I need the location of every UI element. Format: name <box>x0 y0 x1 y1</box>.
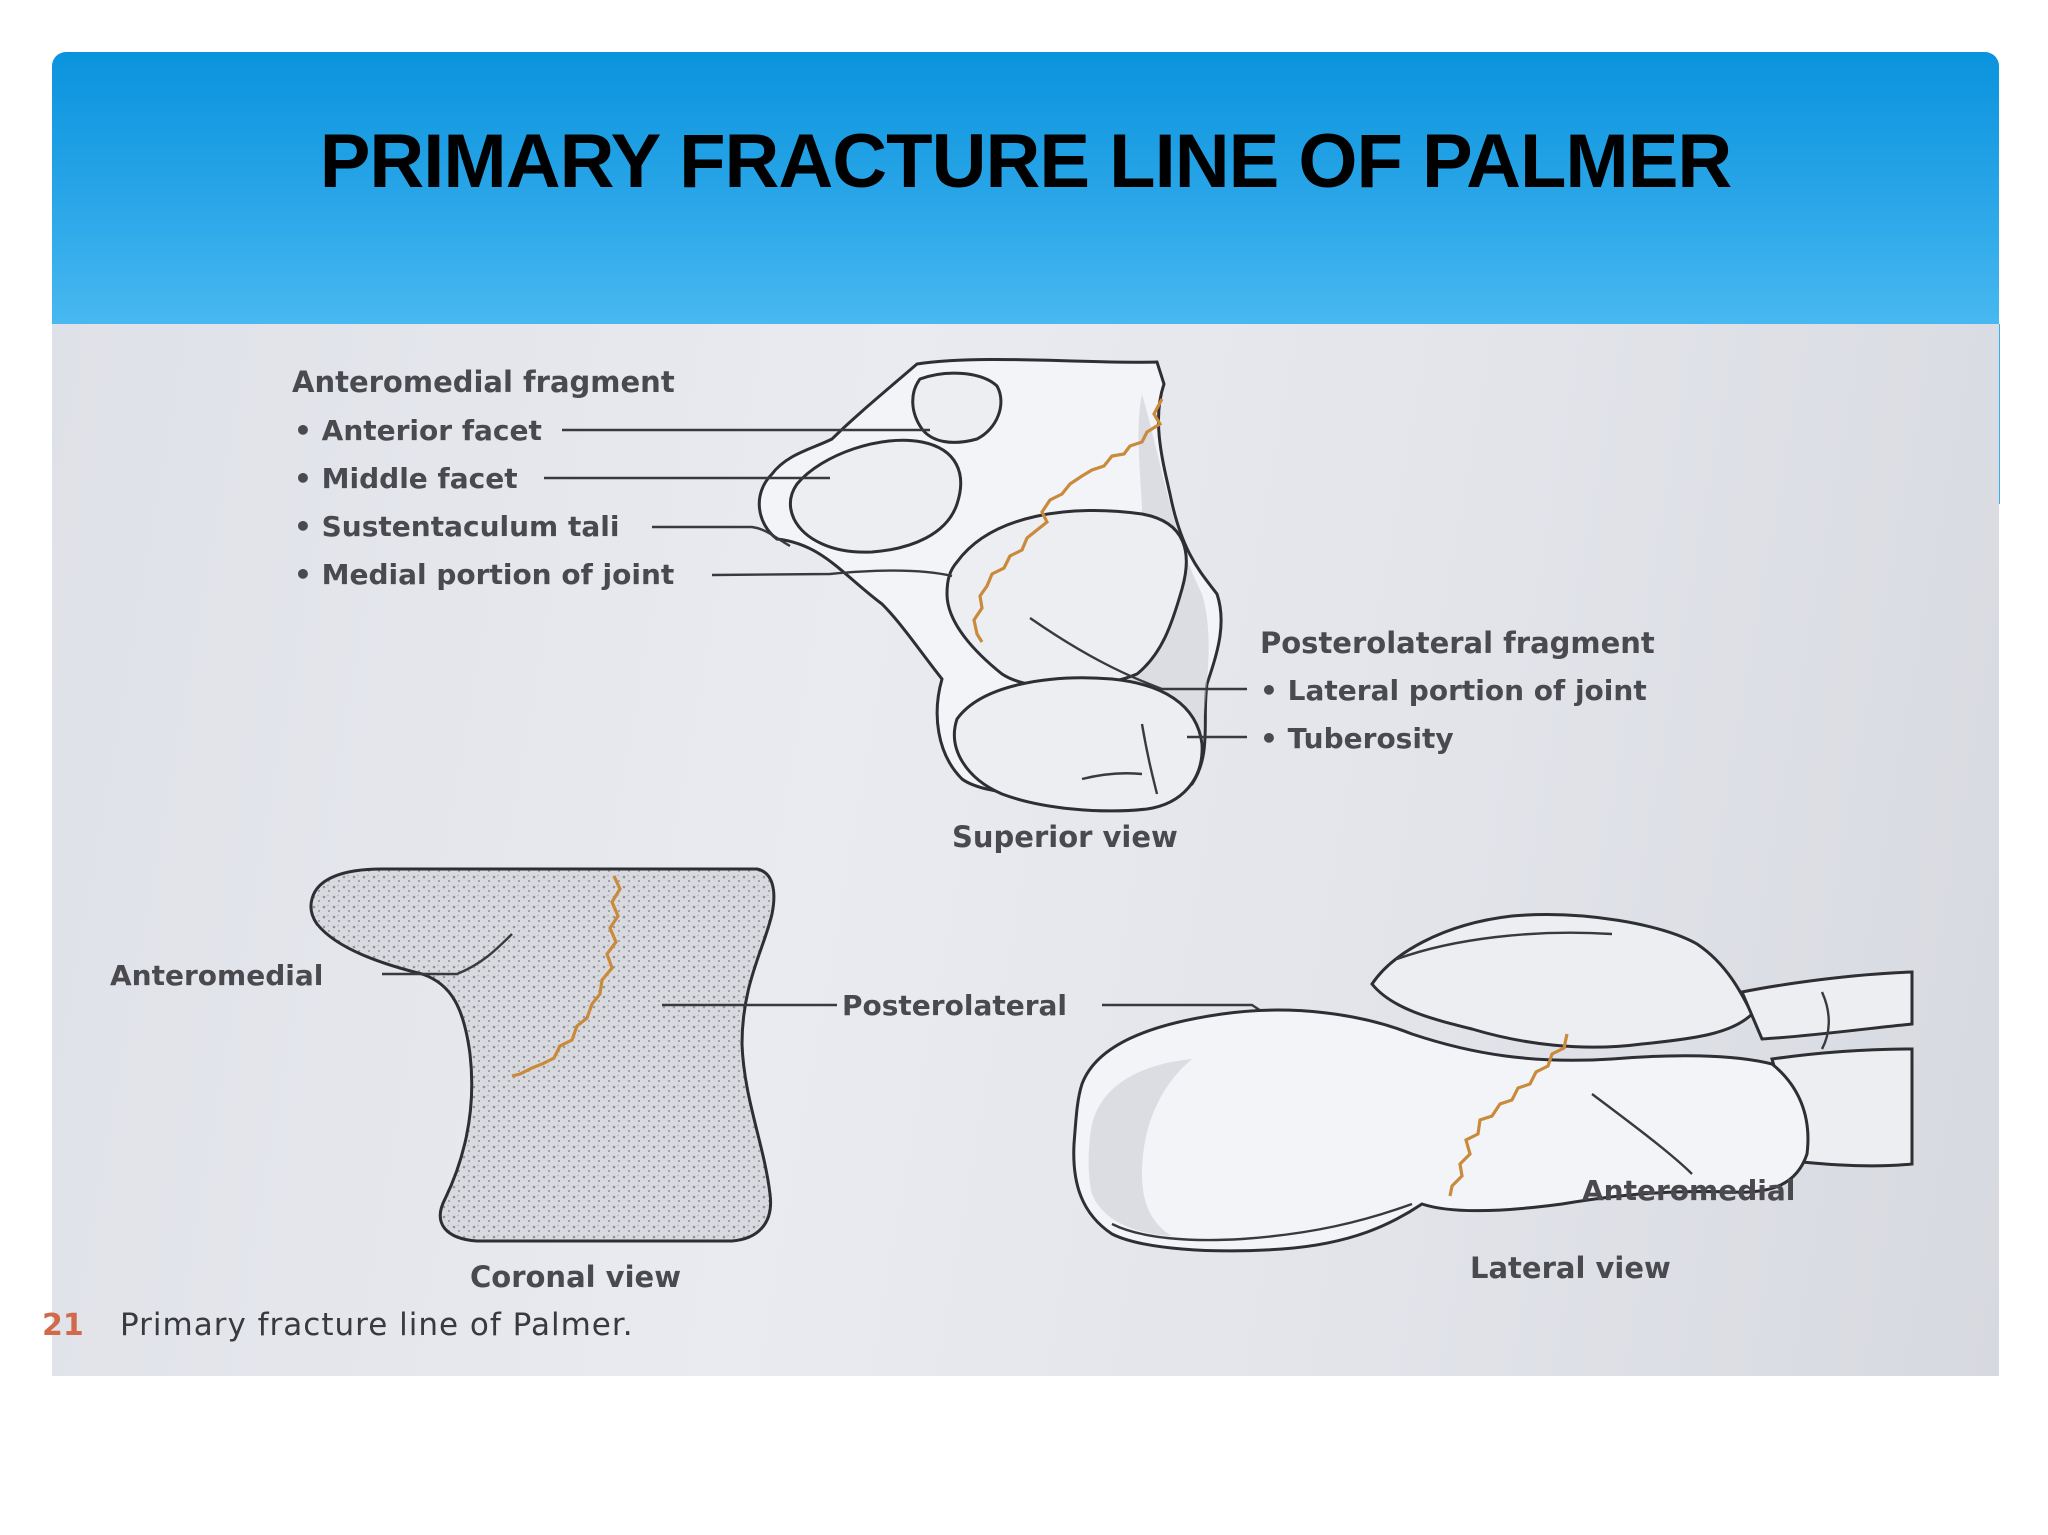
coronal-fracture-line <box>511 875 622 1078</box>
lateral-anteromedial-label: Anteromedial <box>1582 1174 1795 1207</box>
anterior-facet-shape <box>911 371 1003 444</box>
anteromedial-item: • Anterior facet <box>294 414 542 447</box>
calcaneus-diagram: Anteromedial fragment • Anterior facet •… <box>42 358 1914 1343</box>
figure-caption: Primary fracture line of Palmer. <box>120 1307 634 1343</box>
tuberosity-shape <box>952 676 1204 813</box>
posterolateral-heading: Posterolateral fragment <box>1260 626 1655 660</box>
posterior-facet-shape <box>945 509 1188 689</box>
superior-fracture-line <box>972 398 1164 643</box>
superior-view-bone <box>757 358 1223 813</box>
posterolateral-label: Posterolateral <box>842 989 1067 1022</box>
caption-number: 21 <box>42 1308 84 1343</box>
anteromedial-heading: Anteromedial fragment <box>292 365 675 399</box>
superior-view-label: Superior view <box>952 820 1178 854</box>
coronal-view-section <box>309 867 776 1243</box>
lateral-view-bone <box>1072 913 1914 1253</box>
posterolateral-item: • Lateral portion of joint <box>1260 674 1647 707</box>
posterolateral-leaders <box>1029 617 1247 739</box>
coronal-view-label: Coronal view <box>470 1260 681 1294</box>
anteromedial-leaders <box>544 428 953 578</box>
anatomy-photo: Anteromedial fragment • Anterior facet •… <box>42 324 1999 1376</box>
slide-title: PRIMARY FRACTURE LINE OF PALMER <box>319 119 1733 204</box>
lateral-fracture-line <box>1448 1033 1569 1197</box>
anteromedial-item: • Medial portion of joint <box>294 558 674 591</box>
anteromedial-item: • Sustentaculum tali <box>294 510 619 543</box>
lateral-view-label: Lateral view <box>1470 1251 1671 1285</box>
coronal-anteromedial-label: Anteromedial <box>110 959 323 992</box>
middle-facet-shape <box>788 438 963 554</box>
title-banner <box>52 52 1999 324</box>
posterolateral-item: • Tuberosity <box>1260 722 1454 755</box>
anteromedial-item: • Middle facet <box>294 462 518 495</box>
